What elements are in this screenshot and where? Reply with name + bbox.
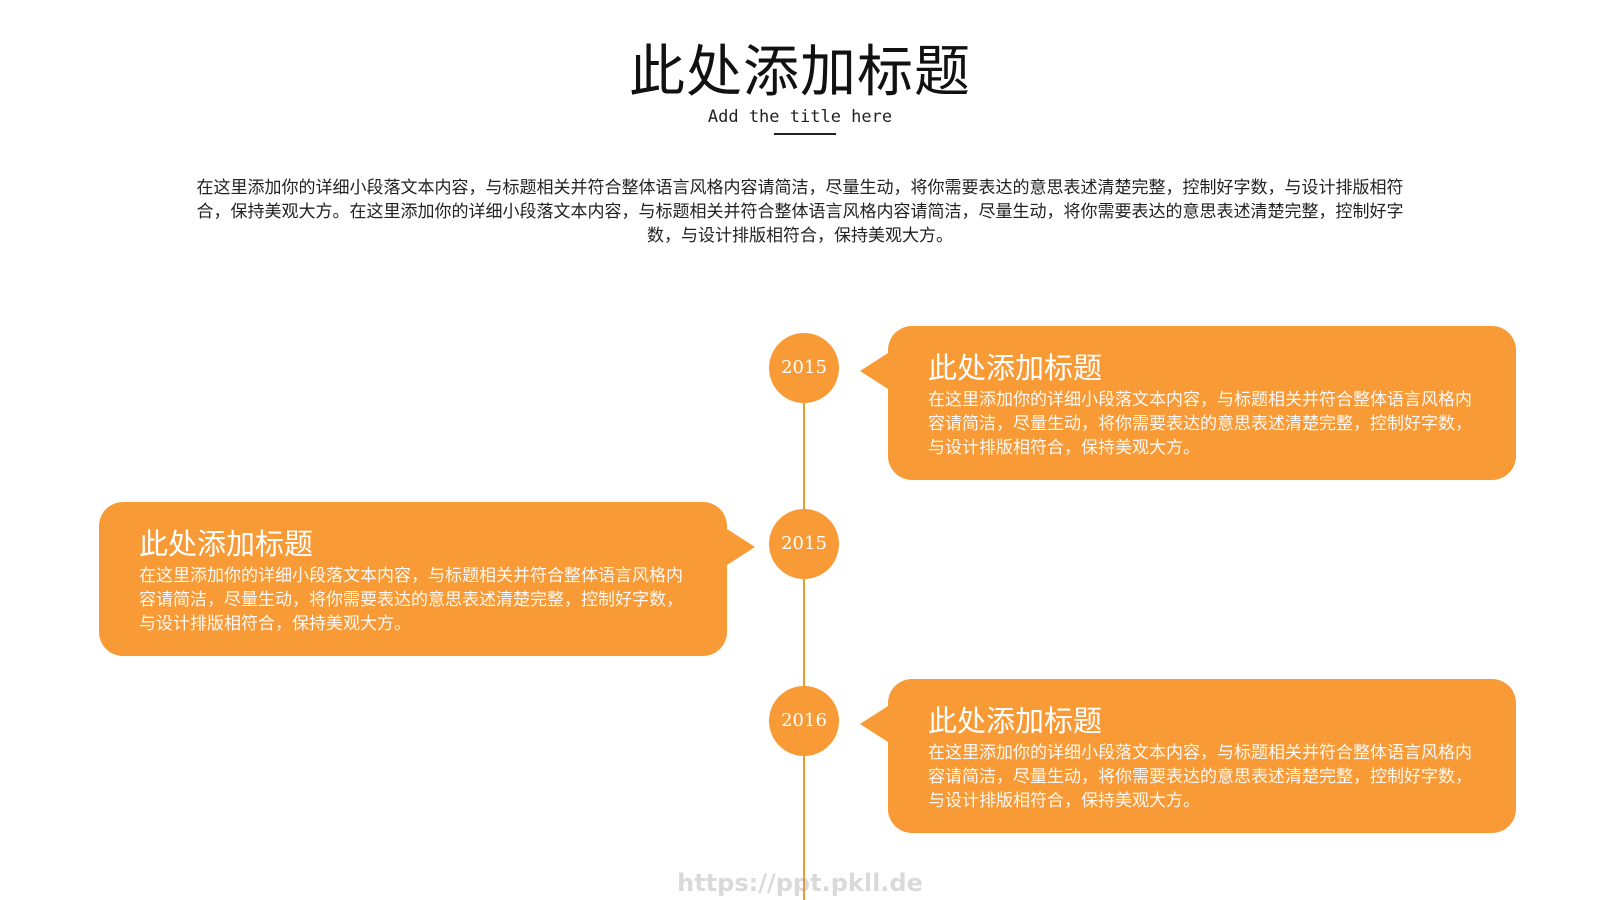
card-title: 此处添加标题	[139, 527, 314, 561]
card-title: 此处添加标题	[928, 351, 1103, 385]
card-title: 此处添加标题	[928, 704, 1103, 738]
page-subtitle: Add the title here	[707, 107, 893, 127]
timeline-year-dot-3: 2016	[769, 686, 839, 756]
card-content: 此处添加标题 在这里添加你的详细小段落文本内容，与标题相关并符合整体语言风格内容…	[888, 326, 1516, 460]
timeline-year-dot-2: 2015	[769, 509, 839, 579]
card-pointer	[860, 706, 888, 742]
timeline-line	[803, 380, 805, 900]
card-text: 在这里添加你的详细小段落文本内容，与标题相关并符合整体语言风格内容请简洁，尽量生…	[928, 743, 1472, 811]
card-text: 在这里添加你的详细小段落文本内容，与标题相关并符合整体语言风格内容请简洁，尽量生…	[139, 566, 683, 634]
title-underline	[774, 133, 836, 135]
card-text: 在这里添加你的详细小段落文本内容，与标题相关并符合整体语言风格内容请简洁，尽量生…	[928, 390, 1472, 458]
page-title: 此处添加标题	[629, 40, 971, 105]
timeline-card-2: 此处添加标题 在这里添加你的详细小段落文本内容，与标题相关并符合整体语言风格内容…	[99, 502, 755, 656]
timeline-card-1: 此处添加标题 在这里添加你的详细小段落文本内容，与标题相关并符合整体语言风格内容…	[860, 326, 1516, 480]
card-pointer	[727, 529, 755, 565]
watermark: https://ppt.pkll.de	[677, 869, 923, 897]
timeline-card-3: 此处添加标题 在这里添加你的详细小段落文本内容，与标题相关并符合整体语言风格内容…	[860, 679, 1516, 833]
timeline-year-dot-1: 2015	[769, 333, 839, 403]
card-content: 此处添加标题 在这里添加你的详细小段落文本内容，与标题相关并符合整体语言风格内容…	[888, 679, 1516, 813]
card-content: 此处添加标题 在这里添加你的详细小段落文本内容，与标题相关并符合整体语言风格内容…	[99, 502, 727, 636]
intro-paragraph: 在这里添加你的详细小段落文本内容，与标题相关并符合整体语言风格内容请简洁，尽量生…	[196, 178, 1404, 246]
card-pointer	[860, 353, 888, 389]
